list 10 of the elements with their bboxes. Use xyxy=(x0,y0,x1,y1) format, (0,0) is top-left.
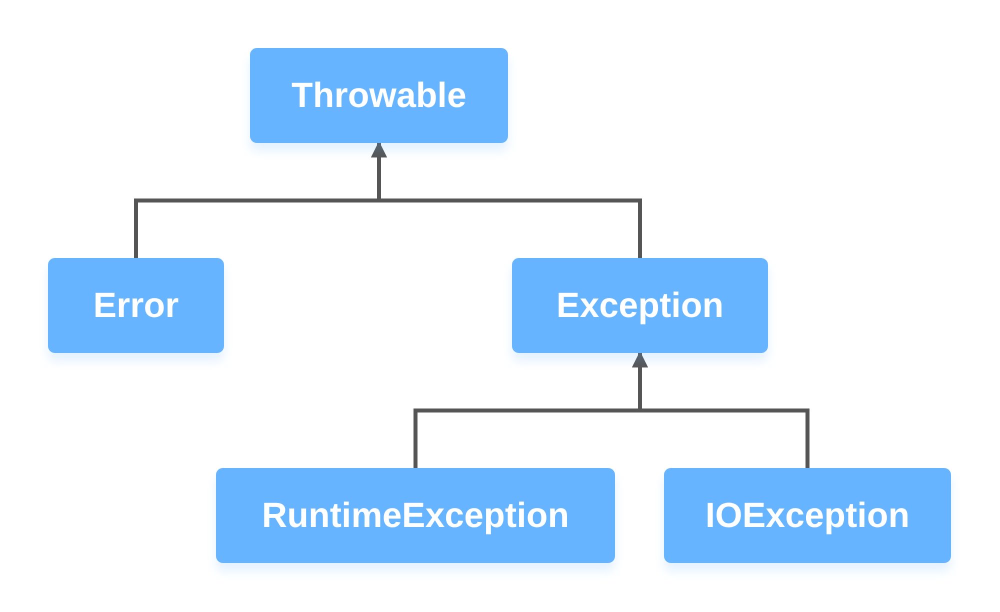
class-name: Error xyxy=(93,286,179,326)
class-box xyxy=(48,258,224,353)
class-box xyxy=(250,48,508,143)
class-name: RuntimeException xyxy=(262,496,570,536)
class-box xyxy=(512,258,768,353)
class-box xyxy=(664,468,951,563)
class-name: Throwable xyxy=(291,76,467,116)
class-name: IOException xyxy=(705,496,910,536)
class-name: Exception xyxy=(556,286,724,326)
class-box xyxy=(216,468,615,563)
